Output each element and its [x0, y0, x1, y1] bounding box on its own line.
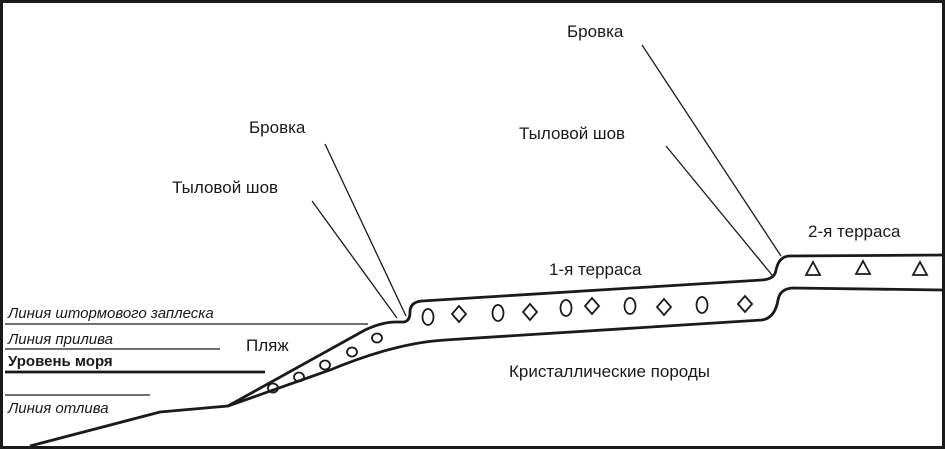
bedrock-contact-line: [29, 286, 944, 448]
diamond-icon: [655, 297, 673, 317]
high-tide-label: Линия прилива: [7, 331, 113, 348]
terrace-2-label: 2-я терраса: [808, 222, 901, 241]
terrace-surface-line: [227, 253, 944, 408]
bedrock-label: Кристаллические породы: [509, 362, 710, 381]
pebble-icon: [346, 346, 358, 358]
triangle-icon: [854, 259, 872, 275]
brovka-2-label: Бровка: [567, 22, 624, 41]
oval-pebble-icon: [421, 308, 435, 326]
oval-pebble-icon: [695, 296, 709, 314]
triangle-icon: [804, 260, 822, 276]
tylovoy-shov-2-label: Тыловой шов: [519, 124, 625, 143]
oval-pebble-icon: [559, 299, 573, 317]
terrace-1-deposits: [421, 294, 754, 326]
low-tide-label: Линия отлива: [7, 400, 109, 417]
diamond-icon: [583, 296, 601, 316]
tylovoy-shov-1-leader: [311, 200, 398, 319]
beach-pebbles: [267, 332, 383, 394]
pebble-icon: [371, 332, 383, 344]
diamond-icon: [521, 302, 539, 322]
pebble-icon: [293, 371, 305, 383]
tylovoy-shov-2-leader: [665, 145, 773, 276]
terrace-1-label: 1-я терраса: [549, 260, 642, 279]
brovka-1-label: Бровка: [249, 118, 306, 137]
terrace-2-deposits: [804, 259, 929, 276]
pebble-icon: [319, 359, 331, 371]
storm-splash-label: Линия штормового заплеска: [7, 305, 214, 322]
oval-pebble-icon: [623, 297, 637, 315]
beach-label: Пляж: [246, 336, 289, 355]
oval-pebble-icon: [491, 304, 505, 322]
diamond-icon: [736, 294, 754, 314]
sea-level-label: Уровень моря: [8, 353, 113, 370]
triangle-icon: [911, 260, 929, 276]
diamond-icon: [450, 304, 468, 324]
tylovoy-shov-1-label: Тыловой шов: [172, 178, 278, 197]
brovka-1-leader: [324, 143, 407, 317]
pebble-icon: [267, 382, 279, 394]
brovka-2-leader: [641, 44, 782, 257]
